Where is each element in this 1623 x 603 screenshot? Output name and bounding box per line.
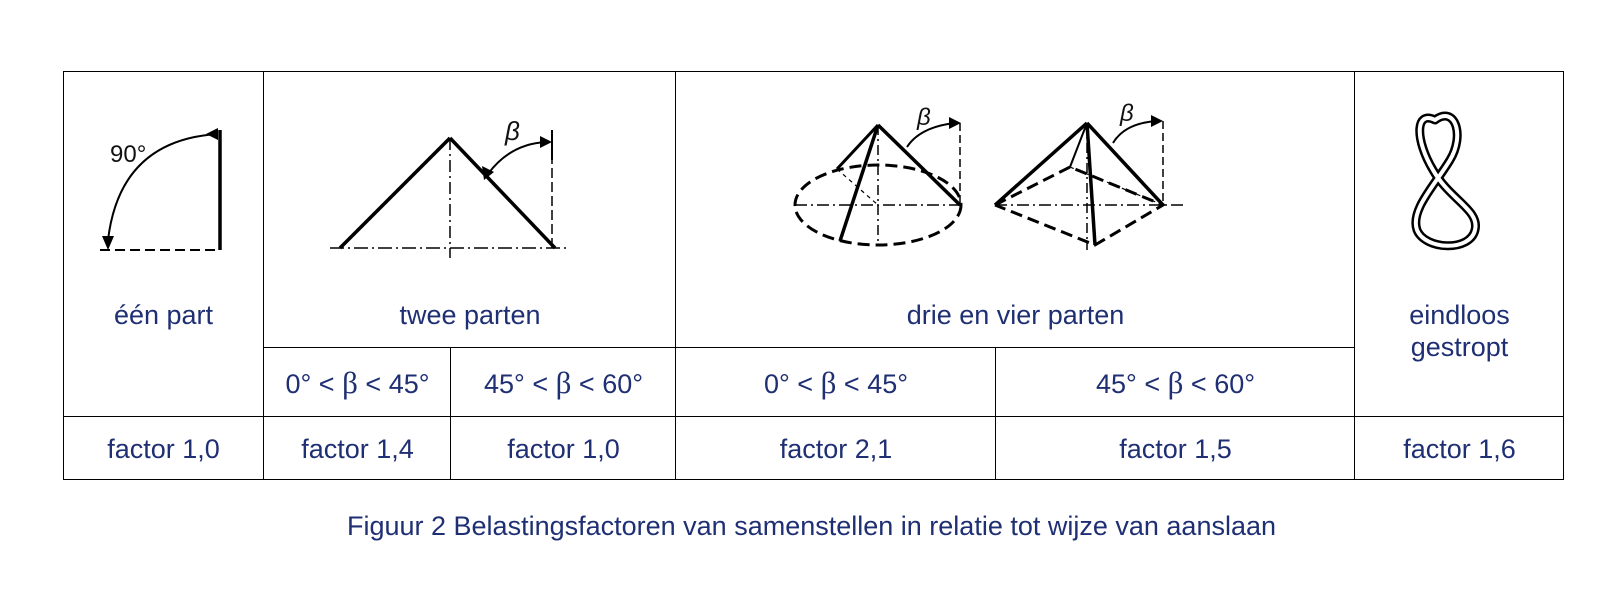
col-divider: [675, 71, 676, 480]
header-two-legs: twee parten: [399, 300, 541, 330]
factor-cell: factor 1,6: [1403, 434, 1516, 464]
col-divider: [450, 347, 451, 480]
header-endless-line1: eindloos: [1409, 300, 1510, 330]
row-divider: [63, 416, 1564, 417]
table-border-bottom: [63, 479, 1564, 480]
factor-cell: factor 1,5: [1119, 434, 1232, 464]
header-endless: eindloos gestropt: [1355, 299, 1564, 363]
col-divider: [263, 71, 264, 480]
angle-90-label: 90°: [110, 141, 146, 168]
table-border-top: [63, 71, 1564, 72]
col-divider: [995, 347, 996, 480]
endless-sling-figure: [1411, 111, 1480, 251]
factor-cell: factor 1,0: [507, 434, 620, 464]
angle-range-three-four-high: 45° < β < 60°: [1095, 365, 1256, 400]
angle-range-three-four-low: 0° < β < 45°: [763, 365, 909, 400]
two-leg-sling-figure: β: [330, 116, 570, 258]
table-border-left: [63, 71, 64, 480]
factor-cell: factor 1,4: [301, 434, 414, 464]
figure-caption: Figuur 2 Belastingsfactoren van samenste…: [346, 511, 1277, 541]
angle-range-two-legs-high: 45° < β < 60°: [483, 365, 644, 400]
one-leg-sling-figure: 90°: [100, 128, 222, 251]
factor-cell: factor 1,0: [107, 434, 220, 464]
beta-label: β: [916, 104, 931, 131]
angle-range-two-legs-low: 0° < β < 45°: [285, 365, 430, 400]
load-factor-table: [63, 71, 1564, 480]
header-one-leg: één part: [113, 300, 214, 330]
header-three-four-legs: drie en vier parten: [906, 300, 1125, 330]
table-border-right: [1563, 71, 1564, 480]
header-endless-line2: gestropt: [1410, 332, 1509, 362]
col-divider: [1354, 71, 1355, 480]
beta-label: β: [1119, 100, 1134, 127]
three-four-leg-sling-figure: β β: [793, 100, 1185, 250]
beta-label: β: [504, 116, 520, 146]
factor-cell: factor 2,1: [779, 434, 893, 464]
row-divider: [263, 347, 1355, 348]
